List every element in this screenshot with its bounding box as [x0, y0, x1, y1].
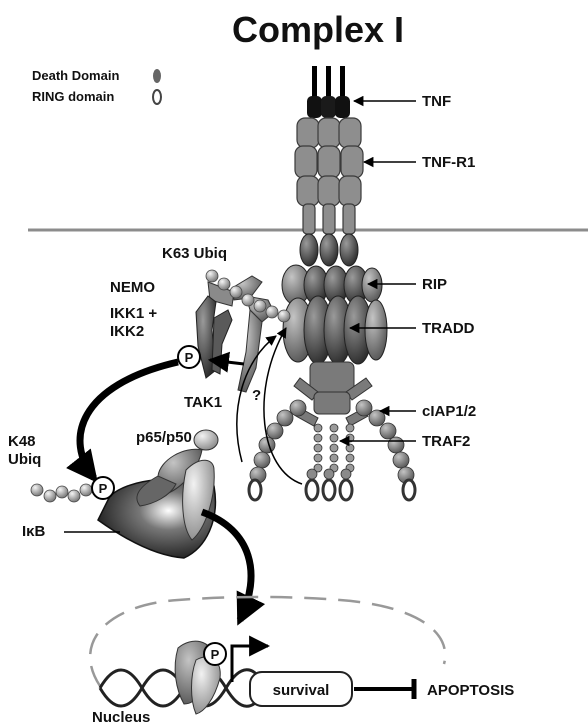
svg-text:P: P [185, 350, 194, 365]
ikk-label-line1: IKK1 + [110, 305, 157, 322]
unknown-step-label: ? [252, 387, 261, 404]
tnf-trimer [307, 66, 350, 118]
diagram-title: Complex I [232, 9, 404, 50]
nucleus-label: Nucleus [92, 709, 150, 726]
nemo-label: NEMO [110, 279, 155, 296]
ikb-label: IκB [22, 523, 46, 540]
p65-p50-label: p65/p50 [136, 429, 192, 446]
tnf-r1-label: TNF-R1 [422, 154, 475, 171]
ciap-right-ring-icon [403, 480, 415, 500]
traf2-tails [307, 469, 351, 479]
traf2-stalk [294, 362, 372, 426]
tak1-label: TAK1 [184, 394, 222, 411]
survival-label: survival [273, 682, 330, 699]
tradd-label: TRADD [422, 320, 475, 337]
ring-domain-swatch-icon [153, 90, 161, 104]
legend: Death Domain RING domain [32, 68, 161, 104]
ciap-left-ring-icon [249, 480, 261, 500]
death-domain-swatch-icon [153, 69, 161, 83]
ikb-phospho-badge: P [92, 477, 114, 499]
tradd-protein [283, 296, 387, 364]
k48-label-line2: Ubiq [8, 451, 41, 468]
k63-label: K63 Ubiq [162, 245, 227, 262]
tnf-label: TNF [422, 93, 451, 110]
ikk-phospho-badge: P [178, 346, 200, 368]
k48-label-line1: K48 [8, 433, 36, 450]
legend-death-domain-label: Death Domain [32, 68, 119, 83]
tnf-r1-receptor [295, 118, 363, 234]
nucleus-phospho-badge: P [204, 643, 226, 665]
ikk-label-line2: IKK2 [110, 323, 144, 340]
svg-text:P: P [211, 647, 220, 662]
receptor-death-domains [300, 234, 358, 266]
legend-ring-domain-label: RING domain [32, 89, 114, 104]
rip-label: RIP [422, 276, 447, 293]
ring-domains [306, 480, 352, 500]
ikk-to-ikb-arrow [80, 362, 178, 478]
ikk-complex [196, 296, 232, 378]
svg-text:P: P [99, 481, 108, 496]
k48-ubiquitin-chain [31, 484, 92, 502]
traf2-label: TRAF2 [422, 433, 470, 450]
ciap-left-chain [250, 400, 306, 483]
traf2-coils [314, 424, 354, 472]
apoptosis-label: APOPTOSIS [427, 682, 514, 699]
ciap-label: cIAP1/2 [422, 403, 476, 420]
